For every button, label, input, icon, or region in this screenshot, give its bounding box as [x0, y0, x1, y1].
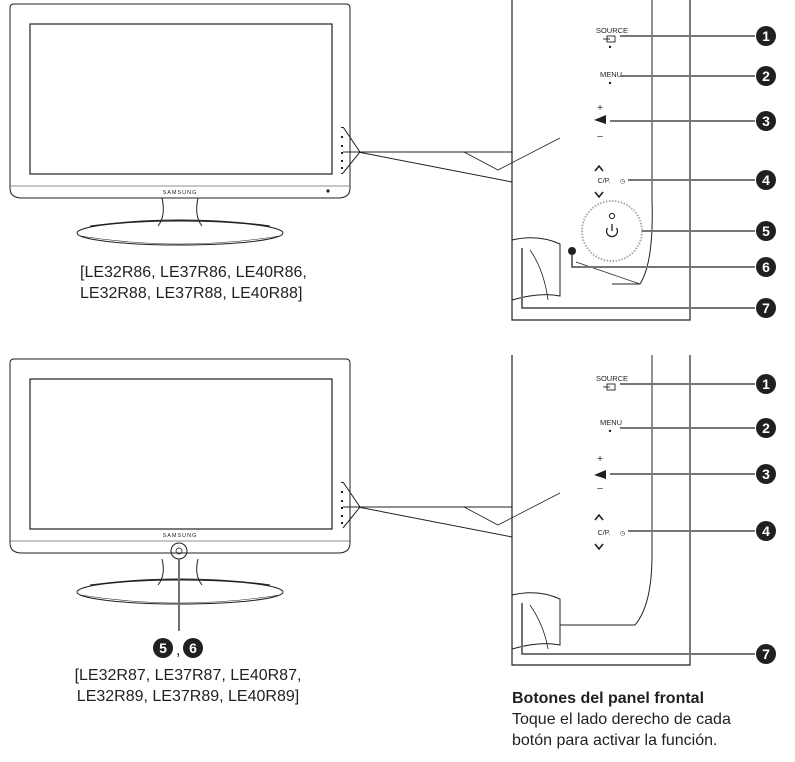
top-led-indicator [568, 247, 576, 255]
top-plus-label: + [597, 103, 603, 114]
top-model-caption: [LE32R86, LE37R86, LE40R86, LE32R88, LE3… [80, 262, 307, 304]
top-menu-label: MENU [600, 70, 622, 79]
bottom-model-line-1: [LE32R87, LE37R87, LE40R87, [74, 667, 302, 684]
bottom-panel-zoom: SOURCE MENU + – C/P. ◷ 1 2 3 4 7 [357, 355, 776, 666]
top-tv-side-buttons [341, 127, 343, 174]
bottom-tv-power-button [170, 542, 188, 560]
top-tv-stand-base [76, 220, 284, 246]
bottom-panel-outline [511, 355, 691, 666]
top-callout-4: 4 [756, 170, 776, 190]
top-standby-indicator-small [608, 212, 616, 220]
svg-text:4: 4 [762, 172, 770, 188]
svg-text:6: 6 [189, 640, 197, 656]
top-callout-2: 2 [756, 66, 776, 86]
bottom-tv-callout-5: 5 [153, 638, 173, 658]
bottom-source-icon [603, 383, 616, 391]
top-minus-label: – [597, 131, 603, 142]
top-channel-up-icon [594, 164, 604, 172]
top-callout-3: 3 [756, 111, 776, 131]
front-panel-note: Botones del panel frontal Toque el lado … [512, 688, 792, 751]
bottom-model-line-2: LE32R89, LE37R89, LE40R89] [76, 688, 300, 705]
top-tv-neck [157, 197, 203, 227]
top-tv-power-indicator [326, 189, 330, 193]
top-power-icon [605, 224, 619, 238]
top-panel-neck [511, 237, 561, 301]
svg-text:7: 7 [762, 300, 770, 316]
bottom-callout-1: 1 [756, 374, 776, 394]
bottom-plus-label: + [597, 454, 603, 465]
front-panel-note-line-2: botón para activar la función. [512, 732, 718, 749]
bottom-leader-lines [521, 383, 755, 655]
top-source-icon [603, 35, 616, 43]
svg-text:5: 5 [762, 223, 770, 239]
svg-text:2: 2 [762, 68, 770, 84]
bottom-model-caption: [LE32R87, LE37R87, LE40R87, LE32R89, LE3… [68, 665, 308, 707]
bottom-tv-bezel [9, 358, 351, 554]
top-model-line-2: LE32R88, LE37R88, LE40R88] [80, 285, 303, 302]
top-model-line-1: [LE32R86, LE37R86, LE40R86, [80, 264, 307, 281]
top-tv-bezel [9, 3, 351, 199]
front-panel-note-line-1: Toque el lado derecho de cada [512, 711, 731, 728]
bottom-cp-label: C/P. [598, 530, 611, 537]
bottom-panel-neck [511, 592, 561, 650]
top-source-label: SOURCE [596, 26, 628, 35]
svg-text:◷: ◷ [620, 531, 625, 537]
svg-text:◷: ◷ [620, 179, 625, 185]
top-tv-brand-logo: SAMSUNG [163, 190, 198, 196]
top-volume-icon [594, 115, 606, 124]
top-callout-1: 1 [756, 26, 776, 46]
top-tv: SAMSUNG [9, 3, 360, 246]
bottom-callout-2: 2 [756, 418, 776, 438]
bottom-tv-brand-logo: SAMSUNG [163, 533, 198, 539]
top-callout-6: 6 [756, 257, 776, 277]
top-cp-label: C/P. [598, 178, 611, 185]
top-callout-5: 5 [756, 221, 776, 241]
svg-text:1: 1 [762, 376, 770, 392]
svg-text:4: 4 [762, 523, 770, 539]
top-channel-down-icon [594, 191, 604, 199]
bottom-callout-3: 3 [756, 464, 776, 484]
bottom-source-label: SOURCE [596, 374, 628, 383]
bottom-menu-label: MENU [600, 418, 622, 427]
bottom-tv: SAMSUNG 5 , 6 [9, 358, 360, 659]
top-zoom-connector [342, 126, 360, 174]
bottom-tv-callout-6: 6 [183, 638, 203, 658]
front-panel-note-title: Botones del panel frontal [512, 690, 705, 707]
bottom-callout-7: 7 [756, 644, 776, 664]
svg-text:7: 7 [762, 646, 770, 662]
top-panel-outline [511, 0, 691, 321]
svg-text:6: 6 [762, 259, 770, 275]
bottom-channel-up-icon [594, 513, 604, 521]
bottom-minus-label: – [597, 483, 603, 494]
bottom-volume-icon [594, 470, 606, 479]
bottom-channel-down-icon [594, 543, 604, 551]
top-tv-screen [29, 23, 333, 175]
bottom-tv-screen [29, 378, 333, 530]
top-callout-7: 7 [756, 298, 776, 318]
bottom-tv-side-buttons [341, 482, 343, 524]
bottom-callout-4: 4 [756, 521, 776, 541]
svg-text:2: 2 [762, 420, 770, 436]
svg-text:1: 1 [762, 28, 770, 44]
svg-text:3: 3 [762, 466, 770, 482]
bottom-tv-callout-separator: , [176, 642, 180, 659]
svg-text:5: 5 [159, 640, 167, 656]
svg-text:3: 3 [762, 113, 770, 129]
top-panel-zoom: SOURCE MENU + – C/P. ◷ 1 2 3 4 5 6 7 [357, 0, 776, 321]
